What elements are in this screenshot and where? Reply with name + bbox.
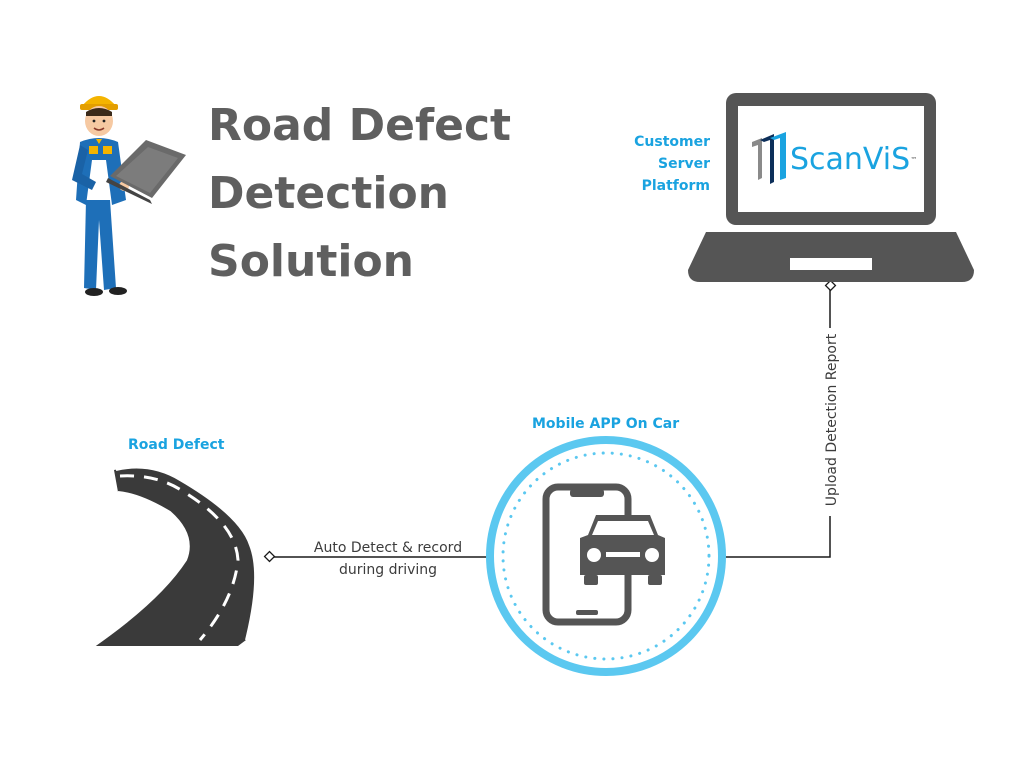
laptop-icon: [688, 93, 974, 282]
server-label-line-2: Server: [657, 156, 710, 172]
auto-detect-line-1: Auto Detect & record: [313, 540, 463, 556]
title-line-1: Road Defect: [208, 100, 512, 151]
logo-text: ScanViS: [790, 142, 911, 177]
road-icon: [93, 466, 257, 647]
upload-report-label: Upload Detection Report: [824, 333, 840, 507]
logo-trademark: ™: [910, 156, 918, 164]
connector-mobile-to-server: [724, 279, 837, 558]
scanvis-logo-text: ScanViS™: [790, 142, 917, 178]
server-label-line-1: Customer: [634, 134, 710, 150]
server-label-line-3: Platform: [641, 178, 710, 194]
smartphone-car-icon: [542, 483, 665, 626]
server-label: Customer Server Platform: [634, 131, 710, 197]
title-line-2: Detection: [208, 168, 449, 219]
auto-detect-label: Auto Detect & record during driving: [290, 537, 486, 581]
mobile-app-label: Mobile APP On Car: [532, 416, 680, 432]
connector-road-to-mobile: [263, 550, 487, 563]
scanvis-logo: [752, 132, 786, 184]
engineer-illustration: [72, 96, 186, 296]
page-title: Road Defect Detection Solution: [208, 92, 548, 296]
auto-detect-line-2: during driving: [338, 562, 438, 578]
road-defect-label: Road Defect: [128, 437, 225, 453]
title-line-3: Solution: [208, 236, 414, 287]
